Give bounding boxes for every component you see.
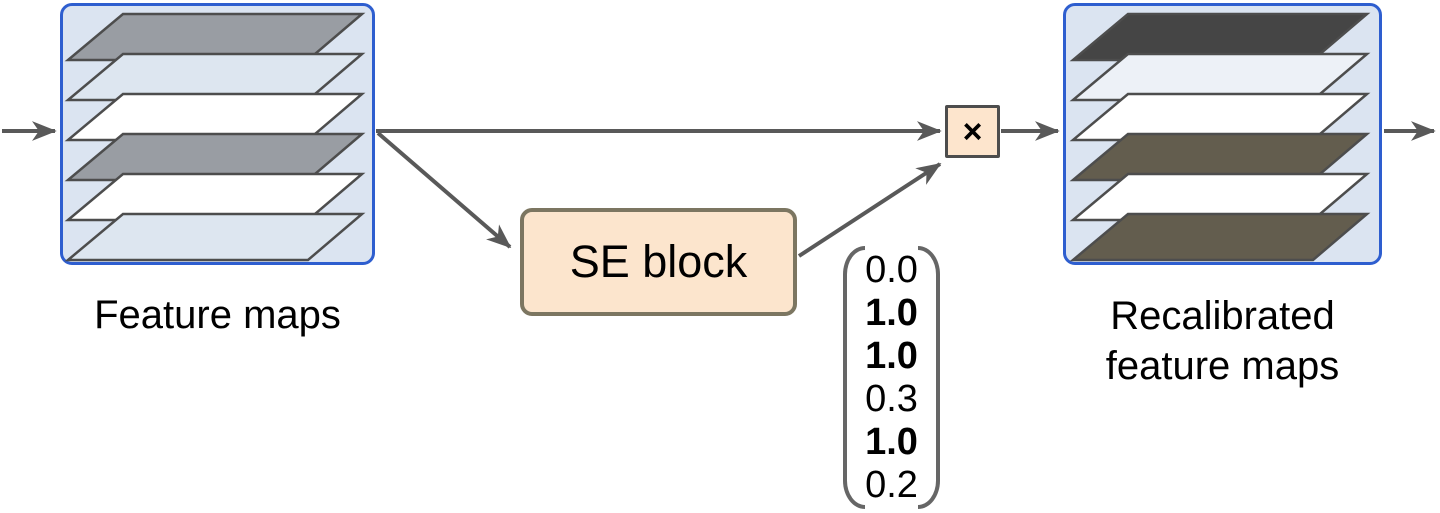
scale-value: 1.0 <box>865 291 918 334</box>
scale-value: 1.0 <box>865 421 918 464</box>
scale-value: 0.2 <box>865 464 918 507</box>
recalibrated-feature-maps-label: Recalibrated feature maps <box>1105 294 1340 388</box>
feature-maps-box <box>60 3 375 265</box>
feature-maps-label: Feature maps <box>94 293 341 337</box>
feature-map-layer <box>64 212 366 262</box>
scale-vector: 0.0 1.0 1.0 0.3 1.0 0.2 <box>843 246 940 509</box>
recalibrated-layer <box>1069 212 1371 262</box>
scale-value: 0.3 <box>865 378 918 421</box>
scale-value: 1.0 <box>865 334 918 377</box>
se-block: SE block <box>520 208 797 316</box>
scale-value: 0.0 <box>865 248 918 291</box>
scale-vector-values: 0.0 1.0 1.0 0.3 1.0 0.2 <box>853 248 930 507</box>
branch-to-se-arrow <box>376 131 512 249</box>
multiply-icon: × <box>962 112 983 151</box>
multiply-node: × <box>945 105 1000 158</box>
recalibrated-feature-maps-box <box>1063 3 1382 265</box>
se-block-label: SE block <box>569 236 748 287</box>
se-to-multiply-arrow <box>797 162 942 258</box>
